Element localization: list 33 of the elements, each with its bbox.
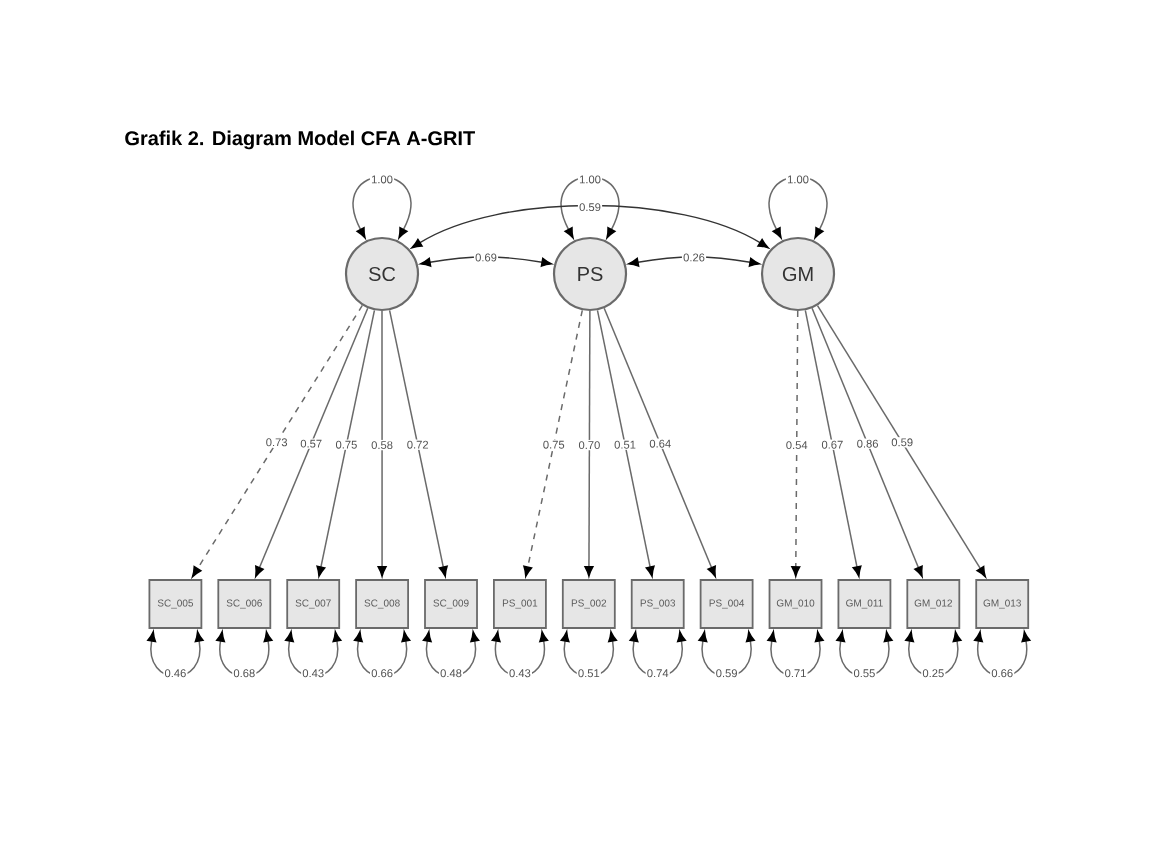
residual-loop [905, 631, 962, 677]
title: Grafik 2. Diagram Model CFA A-GRIT [125, 130, 475, 150]
covariance-arrow [411, 204, 769, 249]
loading-arrow [816, 304, 987, 578]
residual-loop [216, 631, 273, 677]
residual-loop [422, 631, 480, 677]
loading-arrow [523, 309, 584, 577]
loading-arrow [791, 310, 801, 577]
residual-loop [284, 631, 342, 677]
residual-loop [491, 631, 549, 677]
loading-arrow [191, 304, 364, 578]
residual-loop [560, 631, 618, 677]
loading-arrow [377, 310, 387, 577]
residual-loop [629, 631, 686, 677]
residual-loop [147, 631, 204, 677]
loading-arrow [804, 309, 862, 577]
variance-loop [560, 176, 620, 239]
covariance-arrow [627, 256, 761, 267]
residual-loop [698, 631, 755, 677]
loading-arrow [811, 307, 923, 578]
residual-loop [767, 631, 824, 677]
residual-loop [836, 631, 893, 677]
residual-loop [973, 631, 1031, 677]
loading-arrow [603, 307, 716, 578]
residual-loop [353, 631, 411, 677]
loading-arrow [388, 309, 448, 577]
loading-arrow [584, 310, 594, 577]
variance-loop [352, 176, 412, 239]
loading-arrow [255, 307, 369, 578]
covariance-arrow [419, 256, 553, 267]
variance-loop [768, 176, 828, 239]
loading-arrow [596, 309, 655, 577]
loading-arrow [316, 309, 376, 577]
